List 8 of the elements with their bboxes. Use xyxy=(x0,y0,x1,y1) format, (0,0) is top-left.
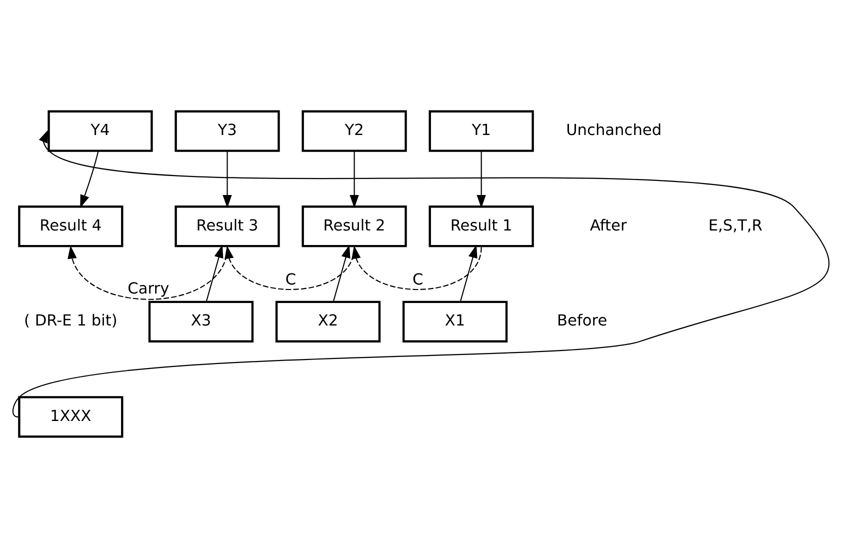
label: After xyxy=(590,216,627,234)
label: E,S,T,R xyxy=(708,216,762,234)
label: Before xyxy=(557,312,608,330)
label: ( DR-E 1 bit) xyxy=(24,312,118,330)
label: Unchanched xyxy=(566,121,662,140)
edge-label: C xyxy=(285,270,296,289)
edge-label: Carry xyxy=(128,279,170,298)
edge-label: C xyxy=(412,270,424,289)
